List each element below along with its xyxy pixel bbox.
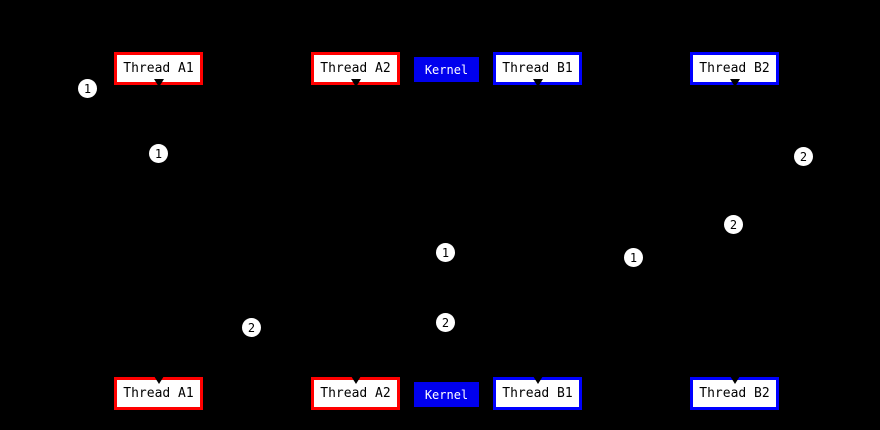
node-thread-a1-bottom: Thread A1	[114, 376, 203, 410]
node-label: Thread A2	[320, 386, 391, 401]
node-label: Kernel	[424, 387, 469, 402]
node-label: Thread B1	[502, 386, 573, 401]
edge-arrowhead-icon	[153, 376, 164, 384]
step-marker: 1	[78, 79, 97, 98]
node-thread-a2-bottom: Thread A2	[311, 376, 400, 410]
node-kernel-bottom: Kernel	[414, 382, 479, 407]
node-label: Kernel	[424, 62, 469, 77]
node-label: Thread A1	[123, 61, 194, 76]
step-marker: 2	[724, 215, 743, 234]
edge-arrowhead-icon	[729, 79, 740, 87]
edge-arrowhead-icon	[350, 376, 361, 384]
edge-arrowhead-icon	[532, 376, 543, 384]
edge-arrowhead-icon	[350, 79, 361, 87]
node-label: Thread B2	[699, 61, 770, 76]
node-label: Thread A1	[123, 386, 194, 401]
step-marker: 2	[242, 318, 261, 337]
node-thread-a1-top: Thread A1	[114, 52, 203, 87]
edge-arrowhead-icon	[153, 79, 164, 87]
edge-arrowhead-icon	[729, 376, 740, 384]
node-thread-b2-bottom: Thread B2	[690, 376, 779, 410]
edge-arrowhead-icon	[532, 79, 543, 87]
node-label: Thread B1	[502, 61, 573, 76]
node-thread-b2-top: Thread B2	[690, 52, 779, 87]
step-marker: 1	[149, 144, 168, 163]
node-thread-a2-top: Thread A2	[311, 52, 400, 87]
node-label: Thread B2	[699, 386, 770, 401]
step-marker: 2	[794, 147, 813, 166]
step-marker: 2	[436, 313, 455, 332]
step-marker: 1	[624, 248, 643, 267]
step-marker: 1	[436, 243, 455, 262]
node-thread-b1-top: Thread B1	[493, 52, 582, 87]
node-thread-b1-bottom: Thread B1	[493, 376, 582, 410]
node-kernel-top: Kernel	[414, 57, 479, 82]
node-label: Thread A2	[320, 61, 391, 76]
